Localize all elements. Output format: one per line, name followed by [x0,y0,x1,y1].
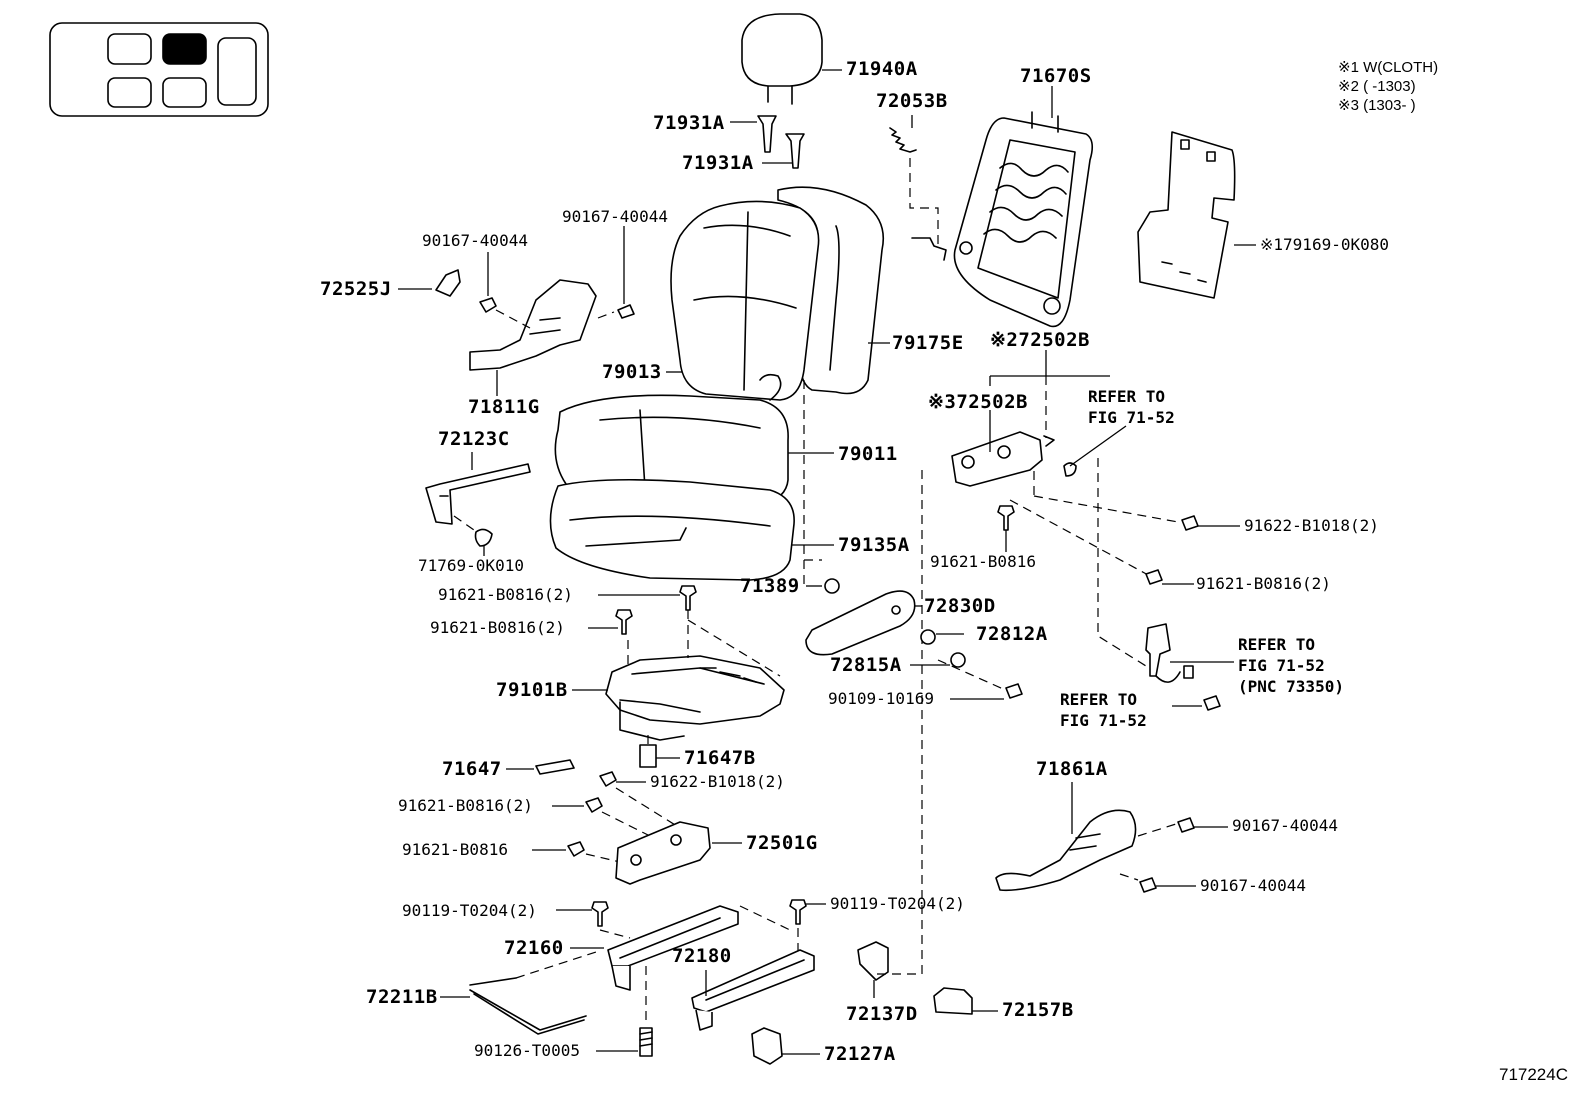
part-label-72180[interactable]: 72180 [672,945,732,967]
seat-belt-buckle-part [1145,623,1234,711]
part-label-71861A[interactable]: 71861A [1036,758,1108,780]
part-label-72053B[interactable]: 72053B [876,90,948,112]
pad-part [506,759,575,775]
part-label-90119-T0204-right[interactable]: 90119-T0204(2) [830,894,965,913]
refer-note-buckle: REFER TO FIG 71-52 (PNC 73350) [1238,635,1344,696]
bolt-part [588,585,697,635]
part-label-72502B-note2[interactable]: ※272502B [990,329,1090,351]
part-label-72525J[interactable]: 72525J [320,278,392,300]
option-note-2: ※2 ( -1303) [1338,78,1416,95]
part-label-71931A-upper[interactable]: 71931A [653,112,725,134]
part-label-90167-40044-b[interactable]: 90167-40044 [562,207,668,226]
part-label-72211B[interactable]: 72211B [366,986,438,1008]
part-label-72812A[interactable]: 72812A [976,623,1048,645]
part-label-90126-T0005[interactable]: 90126-T0005 [474,1041,580,1060]
part-label-72830D[interactable]: 72830D [924,595,996,617]
part-label-91621-B0816-single[interactable]: 91621-B0816 [402,840,508,859]
label-plate-part [639,735,680,768]
seatback-cover-part [666,186,890,561]
part-label-71940A[interactable]: 71940A [846,58,918,80]
headrest-support-part [730,115,805,169]
stud-part [596,966,653,1057]
seat-track-inner-part [570,905,739,991]
option-note-1: ※1 W(CLOTH) [1338,59,1439,76]
part-label-79101B[interactable]: 79101B [496,679,568,701]
option-note-3: ※3 (1303- ) [1338,97,1416,114]
part-label-79135A[interactable]: 79135A [838,534,910,556]
cushion-frame-part [572,610,785,741]
part-label-90167-40044-c[interactable]: 90167-40044 [1232,816,1338,835]
part-label-72815A[interactable]: 72815A [830,654,902,676]
refer-note-lower: REFER TO FIG 71-52 [1060,690,1147,730]
clip-screw-part [479,226,635,329]
part-label-71670S[interactable]: 71670S [1020,65,1092,87]
part-label-91621-B0816-right2[interactable]: 91621-B0816(2) [1196,574,1331,593]
part-label-179169-0K080[interactable]: ※179169-0K080 [1260,235,1389,254]
part-label-72501G[interactable]: 72501G [746,832,818,854]
part-label-71769-0K010[interactable]: 71769-0K010 [418,556,524,575]
release-cover-part [398,269,461,297]
part-label-72127A[interactable]: 72127A [824,1043,896,1065]
lower-bolts-part [532,771,681,863]
part-label-72157B[interactable]: 72157B [1002,999,1074,1021]
seatback-frame-part [953,86,1094,328]
spring-part [889,115,947,261]
part-label-91621-B0816-right[interactable]: 91621-B0816 [930,552,1036,571]
part-label-90119-T0204-left[interactable]: 90119-T0204(2) [402,901,537,920]
part-label-91622-B1018-right[interactable]: 91622-B1018(2) [1244,516,1379,535]
side-cover-part [425,452,531,556]
part-label-91621-B0816-lower[interactable]: 91621-B0816(2) [398,796,533,815]
refer-note-upper: REFER TO FIG 71-52 [1088,387,1175,427]
part-label-91622-B1018-lower[interactable]: 91622-B1018(2) [650,772,785,791]
part-label-72137D[interactable]: 72137D [846,1003,918,1025]
part-label-72160[interactable]: 72160 [504,937,564,959]
knob-part [806,578,840,594]
track-covers-part [751,941,998,1065]
part-label-71931A-lower[interactable]: 71931A [682,152,754,174]
seat-cushion-pad-part [549,478,834,581]
figure-code: 717224C [1498,1065,1568,1084]
part-label-90167-40044-d[interactable]: 90167-40044 [1200,876,1306,895]
part-label-71647B[interactable]: 71647B [684,747,756,769]
part-label-72502B-note3[interactable]: ※372502B [928,391,1028,413]
part-label-79011[interactable]: 79011 [838,443,898,465]
washer-part [910,629,1023,700]
part-label-91621-B0816-mid[interactable]: 91621-B0816(2) [430,618,565,637]
track-bolt-part [556,899,826,952]
part-label-71389[interactable]: 71389 [740,575,800,597]
part-label-79175E[interactable]: 79175E [892,332,964,354]
recliner-part [951,350,1127,487]
seat-track-outer-part [691,949,815,1031]
seat-locator-icon [49,22,269,117]
part-label-79013[interactable]: 79013 [602,361,662,383]
back-board-part [1137,131,1256,299]
outer-shield-part [995,782,1228,893]
part-label-91621-B0816-upper[interactable]: 91621-B0816(2) [438,585,573,604]
recliner-cover-part [805,590,922,656]
part-label-71811G[interactable]: 71811G [468,396,540,418]
headrest-part [741,13,842,105]
part-label-71647[interactable]: 71647 [442,758,502,780]
adjuster-part [615,821,742,885]
part-label-90167-40044-a[interactable]: 90167-40044 [422,231,528,250]
inner-shield-part [469,279,597,396]
part-label-72123C[interactable]: 72123C [438,428,510,450]
part-label-90109-10169[interactable]: 90109-10169 [828,689,934,708]
wire-part [440,951,597,1035]
right-bolts-part [997,505,1240,585]
